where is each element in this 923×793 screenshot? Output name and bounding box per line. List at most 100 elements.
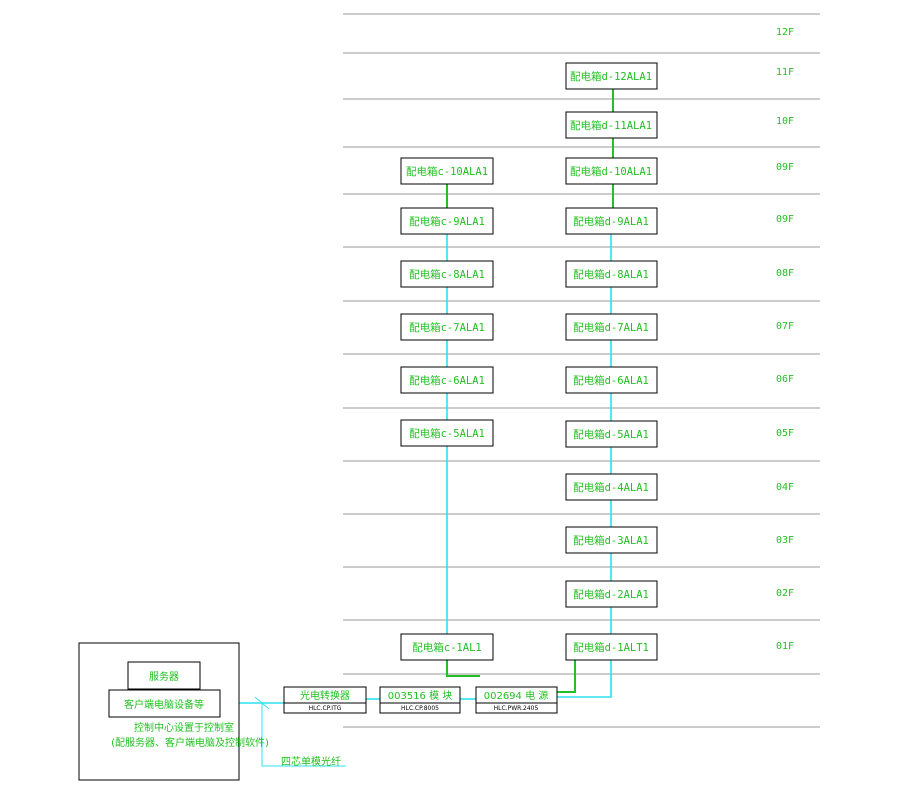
panel-box-c-8[interactable]: 配电箱c-8ALA1 <box>400 260 494 288</box>
panel-box-d-10[interactable]: 配电箱d-10ALA1 <box>565 157 658 185</box>
floor-label: 04F <box>776 482 794 493</box>
floor-lines <box>343 13 820 728</box>
panel-box-label: 配电箱d-11ALA1 <box>570 119 652 132</box>
floor-label: 12F <box>776 27 794 38</box>
control-room: 服务器 客户端电脑设备等 控制中心设置于控制室 (配服务器、客户端电脑及控制软件… <box>78 642 269 781</box>
server-label: 服务器 <box>149 670 179 683</box>
panel-box-c-5[interactable]: 配电箱c-5ALA1 <box>400 419 494 447</box>
panel-box-d-6[interactable]: 配电箱d-6ALA1 <box>565 366 658 394</box>
equipment-label: 光电转换器 <box>300 689 350 702</box>
floor-labels: 12F 11F 10F 09F 09F 08F 07F 06F 05F 04F … <box>776 27 794 652</box>
panel-box-frame <box>565 260 658 288</box>
floor-label: 11F <box>776 67 794 78</box>
equipment-model: HLC.CP.ITG <box>309 705 342 712</box>
panel-box-d-9[interactable]: 配电箱d-9ALA1 <box>565 207 658 235</box>
panel-box-frame <box>400 260 494 288</box>
panel-box-label: 配电箱d-8ALA1 <box>573 268 649 281</box>
panel-box-label: 配电箱d-4ALA1 <box>573 481 649 494</box>
panel-box-d-8[interactable]: 配电箱d-8ALA1 <box>565 260 658 288</box>
equipment-frame <box>379 686 461 714</box>
power-unit[interactable]: 002694 电 源 HLC.PWR.2405 <box>475 686 558 714</box>
equipment-label: 003516 模 块 <box>388 690 453 702</box>
panel-box-label: 配电箱d-6ALA1 <box>573 374 649 387</box>
floor-label: 10F <box>776 116 794 127</box>
floor-label: 09F <box>776 214 794 225</box>
wire-c-to-power <box>446 660 480 677</box>
wire-d-green-loop <box>557 660 576 693</box>
panel-box-d-7[interactable]: 配电箱d-7ALA1 <box>565 313 658 341</box>
panel-box-d-2[interactable]: 配电箱d-2ALA1 <box>565 580 658 608</box>
equipment-model: HLC.CP.8005 <box>401 705 439 712</box>
panel-box-c-7[interactable]: 配电箱c-7ALA1 <box>400 313 494 341</box>
control-room-note: (配服务器、客户端电脑及控制软件) <box>111 736 269 749</box>
panel-box-frame <box>565 313 658 341</box>
floor-label: 09F <box>776 162 794 173</box>
panel-box-label: 配电箱c-9ALA1 <box>409 215 485 228</box>
panel-box-d-4[interactable]: 配电箱d-4ALA1 <box>565 473 658 501</box>
floor-label: 06F <box>776 374 794 385</box>
floor-label: 03F <box>776 535 794 546</box>
panel-box-frame <box>565 111 658 139</box>
panel-box-d-11[interactable]: 配电箱d-11ALA1 <box>565 111 658 139</box>
panel-box-label: 配电箱d-1ALT1 <box>573 641 649 654</box>
panel-box-c-10[interactable]: 配电箱c-10ALA1 <box>400 157 494 185</box>
wire-fiber-lead <box>261 703 346 767</box>
panel-box-label: 配电箱d-5ALA1 <box>573 428 649 441</box>
floor-label: 02F <box>776 588 794 599</box>
panel-box-frame <box>400 419 494 447</box>
column-d-boxes: 配电箱d-12ALA1 配电箱d-11ALA1 配电箱d-10ALA1 配电箱d… <box>565 62 658 661</box>
panel-box-frame <box>565 420 658 448</box>
panel-box-label: 配电箱d-7ALA1 <box>573 321 649 334</box>
panel-box-label: 配电箱c-8ALA1 <box>409 268 485 281</box>
panel-box-label: 配电箱c-5ALA1 <box>409 427 485 440</box>
control-room-caption: 控制中心设置于控制室 <box>134 721 234 734</box>
panel-box-frame <box>400 207 494 235</box>
equipment-frame <box>475 686 558 714</box>
wire-d-to-power <box>557 660 612 698</box>
column-c-boxes: 配电箱c-10ALA1 配电箱c-9ALA1 配电箱c-8ALA1 配电箱c-7… <box>400 157 494 661</box>
panel-box-label: 配电箱c-10ALA1 <box>406 165 488 178</box>
panel-box-label: 配电箱c-1AL1 <box>412 641 481 654</box>
panel-box-label: 配电箱d-10ALA1 <box>570 165 652 178</box>
panel-box-c-9[interactable]: 配电箱c-9ALA1 <box>400 207 494 235</box>
client-frame <box>108 689 221 718</box>
panel-box-frame <box>400 366 494 394</box>
fiber-label: 四芯单模光纤 <box>281 755 341 768</box>
panel-box-frame <box>565 526 658 554</box>
server-frame <box>127 661 201 690</box>
panel-box-frame <box>565 207 658 235</box>
module-unit[interactable]: 003516 模 块 HLC.CP.8005 <box>379 686 461 714</box>
panel-box-frame <box>565 473 658 501</box>
equipment-model: HLC.PWR.2405 <box>494 705 539 712</box>
panel-box-label: 配电箱d-2ALA1 <box>573 588 649 601</box>
client-label: 客户端电脑设备等 <box>124 698 204 711</box>
panel-box-label: 配电箱c-6ALA1 <box>409 374 485 387</box>
panel-box-c-1[interactable]: 配电箱c-1AL1 <box>400 633 494 661</box>
panel-box-frame <box>400 633 494 661</box>
floor-label: 08F <box>776 268 794 279</box>
panel-box-frame <box>565 580 658 608</box>
client-box[interactable]: 客户端电脑设备等 <box>108 689 221 718</box>
panel-box-c-6[interactable]: 配电箱c-6ALA1 <box>400 366 494 394</box>
panel-box-d-3[interactable]: 配电箱d-3ALA1 <box>565 526 658 554</box>
panel-box-frame <box>400 157 494 185</box>
panel-box-label: 配电箱c-7ALA1 <box>409 321 485 334</box>
panel-box-frame <box>565 62 658 90</box>
panel-box-frame <box>400 313 494 341</box>
panel-box-frame <box>565 157 658 185</box>
panel-box-label: 配电箱d-3ALA1 <box>573 534 649 547</box>
panel-box-d-5[interactable]: 配电箱d-5ALA1 <box>565 420 658 448</box>
floor-label: 05F <box>776 428 794 439</box>
panel-box-frame <box>565 366 658 394</box>
equipment-frame <box>283 686 367 714</box>
panel-box-label: 配电箱d-12ALA1 <box>570 70 652 83</box>
server-box[interactable]: 服务器 <box>127 661 201 690</box>
panel-box-d-12[interactable]: 配电箱d-12ALA1 <box>565 62 658 90</box>
panel-box-d-1[interactable]: 配电箱d-1ALT1 <box>565 633 658 661</box>
optical-converter[interactable]: 光电转换器 HLC.CP.ITG <box>283 686 367 714</box>
floor-label: 01F <box>776 641 794 652</box>
equipment-chain: 光电转换器 HLC.CP.ITG 003516 模 块 HLC.CP.8005 … <box>283 686 558 714</box>
panel-box-frame <box>565 633 658 661</box>
equipment-label: 002694 电 源 <box>484 689 549 702</box>
